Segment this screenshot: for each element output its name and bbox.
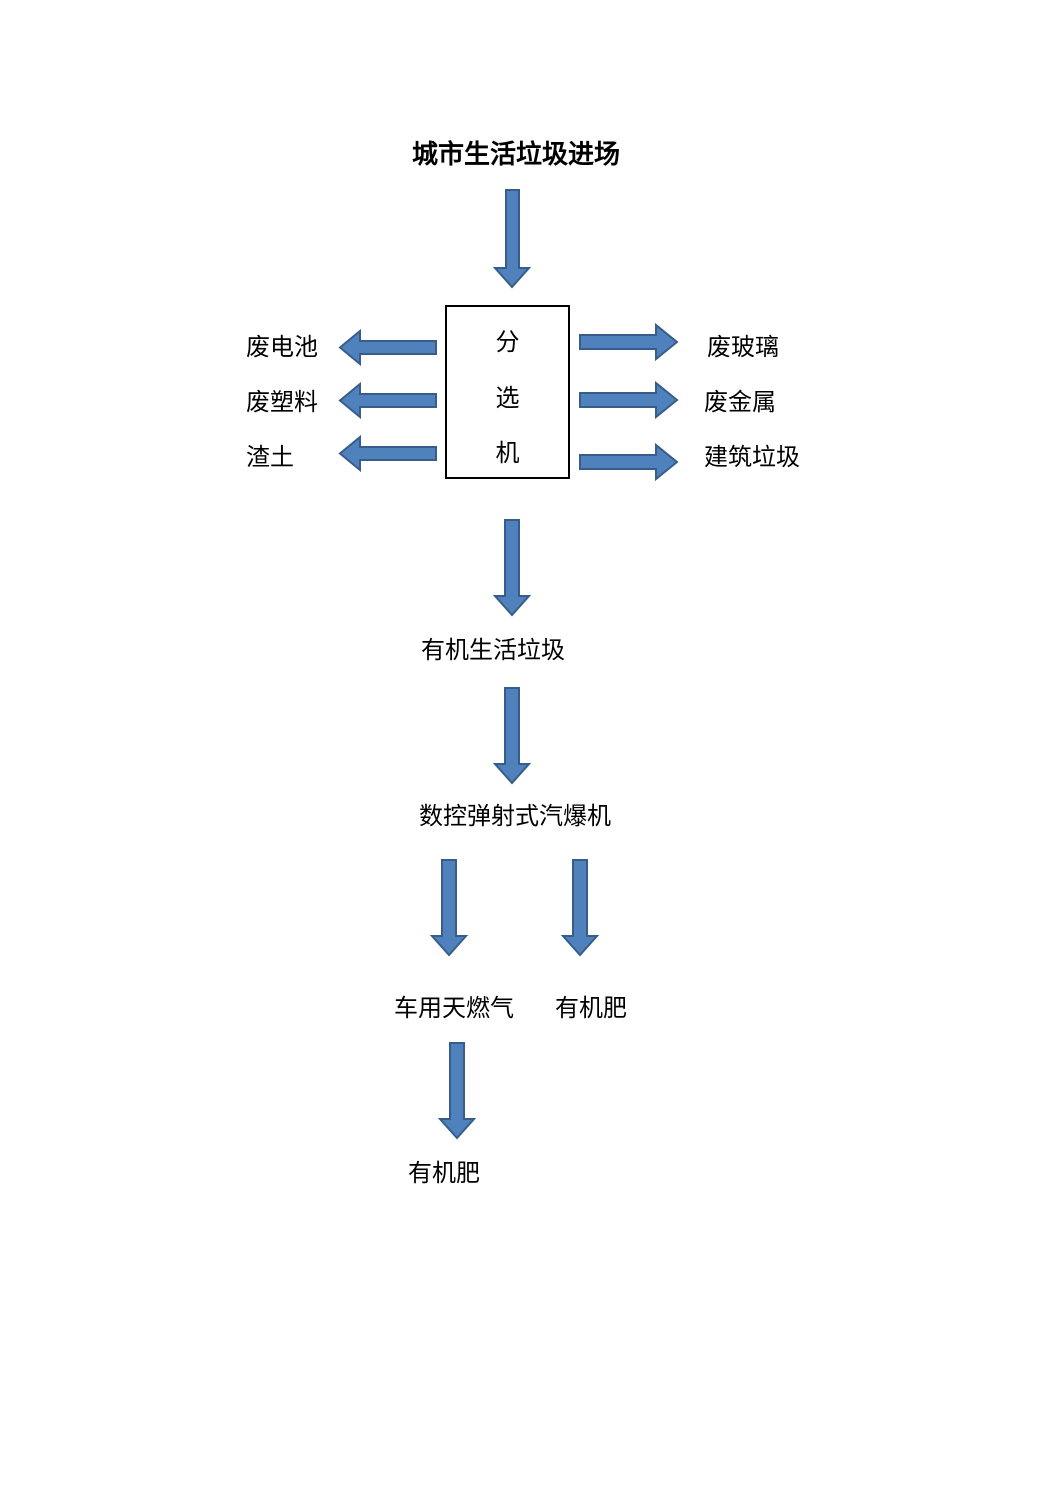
left-output-plastic: 废塑料 <box>246 388 318 416</box>
title-node: 城市生活垃圾进场 <box>412 140 621 170</box>
left-output-soil: 渣土 <box>246 443 294 471</box>
organic-fertilizer-node: 有机肥 <box>555 994 627 1022</box>
final-fertilizer-node: 有机肥 <box>408 1159 480 1187</box>
sorter-box: 分 选 机 <box>445 305 570 479</box>
arrow-down-to-organic <box>492 519 532 617</box>
arrow-left-plastic <box>338 381 437 420</box>
arrow-down-to-gas <box>429 859 469 957</box>
right-output-glass: 废玻璃 <box>707 333 779 361</box>
sorter-char-2: 选 <box>495 384 520 412</box>
sorter-char-3: 机 <box>495 439 520 467</box>
arrow-down-to-sorter <box>492 189 532 289</box>
arrow-down-to-fertilizer <box>560 859 600 957</box>
organic-waste-node: 有机生活垃圾 <box>421 636 565 664</box>
arrow-down-to-final-fertilizer <box>437 1042 477 1140</box>
arrow-right-construction <box>579 442 679 482</box>
arrow-left-battery <box>338 328 437 367</box>
steam-explosion-machine-node: 数控弹射式汽爆机 <box>419 802 611 830</box>
right-output-metal: 废金属 <box>704 388 776 416</box>
left-output-battery: 废电池 <box>246 333 318 361</box>
arrow-right-glass <box>579 322 679 362</box>
sorter-char-1: 分 <box>495 328 520 356</box>
vehicle-gas-node: 车用天燃气 <box>394 994 514 1022</box>
right-output-construction: 建筑垃圾 <box>704 443 800 471</box>
arrow-right-metal <box>579 380 679 420</box>
arrow-left-soil <box>338 434 437 473</box>
arrow-down-to-machine <box>492 687 532 785</box>
